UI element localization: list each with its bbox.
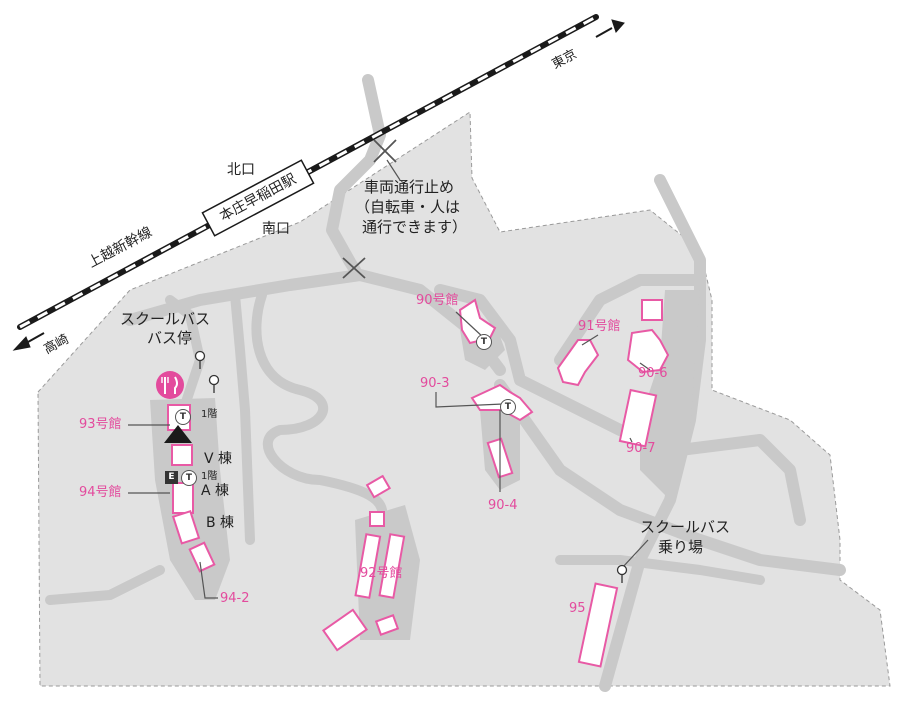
building-92-a[interactable] bbox=[365, 474, 392, 499]
building-91[interactable] bbox=[556, 339, 600, 387]
building-90[interactable] bbox=[458, 298, 497, 345]
elevator-icon[interactable]: E bbox=[165, 471, 178, 484]
building-92-f[interactable] bbox=[374, 614, 400, 636]
direction-arrows bbox=[12, 19, 625, 351]
bus-stop-label-2: バス停 bbox=[147, 329, 193, 347]
building-94[interactable] bbox=[172, 482, 194, 514]
building-90-label: 90号館 bbox=[416, 293, 459, 308]
south-exit-label: 南口 bbox=[262, 221, 290, 237]
campus-ground bbox=[37, 111, 891, 687]
building-95[interactable] bbox=[577, 582, 619, 668]
building-94-b[interactable] bbox=[171, 509, 201, 545]
building-91-label: 91号館 bbox=[578, 319, 621, 334]
vehicle-stop-note-3: 通行できます） bbox=[362, 218, 468, 236]
bus-stop-label-1: スクールバス bbox=[120, 310, 211, 328]
building-92-label: 92号館 bbox=[360, 566, 403, 581]
building-90-6[interactable] bbox=[626, 328, 670, 374]
wing-v-label: V 棟 bbox=[204, 451, 233, 467]
building-90-4-label: 90-4 bbox=[488, 498, 518, 513]
wing-a-label: A 棟 bbox=[201, 483, 230, 499]
floor-1-label-lower: 1階 bbox=[201, 471, 218, 482]
building-94-2[interactable] bbox=[188, 541, 216, 573]
toilet-icon[interactable]: T bbox=[500, 399, 516, 415]
building-92-c[interactable] bbox=[354, 533, 382, 599]
building-93-label: 93号館 bbox=[79, 417, 122, 432]
current-location-marker-icon bbox=[164, 425, 192, 443]
building-95-label: 95 bbox=[569, 601, 586, 616]
fork-knife-icon[interactable] bbox=[156, 371, 184, 399]
building-92-d[interactable] bbox=[378, 533, 406, 599]
vehicle-stop-note-1: 車両通行止め bbox=[364, 178, 455, 196]
toilet-icon[interactable]: T bbox=[181, 470, 197, 486]
leader-lines bbox=[128, 159, 651, 599]
building-94-label: 94号館 bbox=[79, 485, 122, 500]
bus-boarding-label-1: スクールバス bbox=[640, 518, 731, 536]
wing-b-label: B 棟 bbox=[206, 515, 235, 531]
bus-stop-pin-icon[interactable] bbox=[194, 350, 628, 584]
building-93-v[interactable] bbox=[171, 444, 193, 466]
north-exit-label: 北口 bbox=[227, 162, 255, 178]
station-box[interactable] bbox=[201, 159, 315, 237]
building-90-6-a[interactable] bbox=[641, 299, 663, 321]
floor-1-label-upper: 1階 bbox=[201, 409, 218, 420]
building-94-2-label: 94-2 bbox=[220, 591, 250, 606]
bus-boarding-label-2: 乗り場 bbox=[658, 538, 704, 556]
toilet-icon[interactable]: T bbox=[175, 409, 191, 425]
building-92-b[interactable] bbox=[369, 511, 385, 527]
building-90-7-label: 90-7 bbox=[626, 441, 656, 456]
building-92-e[interactable] bbox=[321, 608, 369, 652]
toilet-icon[interactable]: T bbox=[476, 334, 492, 350]
roads bbox=[45, 74, 846, 692]
building-90-3-label: 90-3 bbox=[420, 376, 450, 391]
vehicle-stop-note-2: （自転車・人は bbox=[355, 198, 461, 216]
road-block-x-icon bbox=[342, 139, 397, 279]
building-90-6-label: 90-6 bbox=[638, 366, 668, 381]
building-90-7[interactable] bbox=[618, 388, 658, 448]
